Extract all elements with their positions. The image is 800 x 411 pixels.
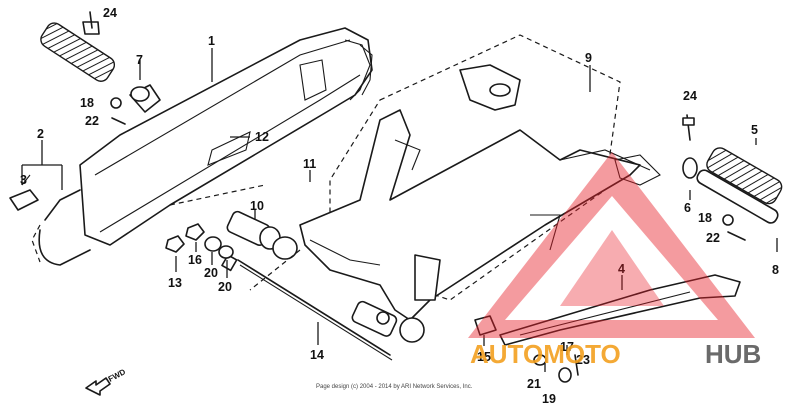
part-label-19: 19 [542, 392, 556, 406]
pivot-bolt [221, 254, 393, 361]
part-label-9: 9 [585, 51, 592, 65]
part-label-16: 16 [188, 253, 202, 267]
swingarm [299, 34, 661, 321]
watermark [468, 152, 755, 338]
part-label-20-lower: 20 [218, 280, 232, 294]
part-label-13: 13 [168, 276, 182, 290]
chain-case [79, 27, 373, 246]
part-label-5: 5 [751, 123, 758, 137]
nuts-washers [165, 223, 234, 259]
part-label-14: 14 [310, 348, 324, 362]
fwd-arrow: FWD [85, 367, 128, 396]
part-label-17: 17 [560, 340, 574, 354]
watermark-brand: AUTOMOTO [470, 339, 621, 369]
copyright-caption: Page design (c) 2004 - 2014 by ARI Netwo… [316, 384, 473, 390]
part-label-24-left: 24 [103, 6, 117, 20]
part-label-15: 15 [477, 350, 491, 364]
drive-chain [9, 44, 373, 266]
part-label-4: 4 [618, 262, 625, 276]
part-label-1: 1 [208, 34, 215, 48]
part-label-18-right: 18 [698, 211, 712, 225]
left-footpeg [40, 11, 161, 125]
fwd-label: FWD [107, 367, 128, 384]
part-label-22-right: 22 [706, 231, 720, 245]
part-label-24-right: 24 [683, 89, 697, 103]
part-label-21: 21 [527, 377, 541, 391]
watermark-hub: HUB [705, 339, 761, 369]
watermark-triangle-icon [468, 152, 755, 338]
part-label-10: 10 [250, 199, 264, 213]
part-label-6: 6 [684, 201, 691, 215]
part-label-23: 23 [576, 353, 590, 367]
part-label-3: 3 [20, 173, 27, 187]
pivot-bushings [226, 210, 425, 343]
part-label-18-left: 18 [80, 96, 94, 110]
part-label-7: 7 [136, 53, 143, 67]
right-footpeg [682, 114, 783, 241]
part-label-8: 8 [772, 263, 779, 277]
reference-lines [169, 184, 301, 291]
part-labels: 1 2 3 4 5 6 7 8 9 10 11 12 13 14 15 16 1… [20, 6, 779, 406]
part-label-22-left: 22 [85, 114, 99, 128]
part-label-12: 12 [255, 130, 269, 144]
torque-link [474, 274, 741, 383]
leader-lines [21, 48, 778, 372]
part-label-2: 2 [37, 127, 44, 141]
part-label-20-upper: 20 [204, 266, 218, 280]
part-label-11: 11 [303, 157, 316, 171]
